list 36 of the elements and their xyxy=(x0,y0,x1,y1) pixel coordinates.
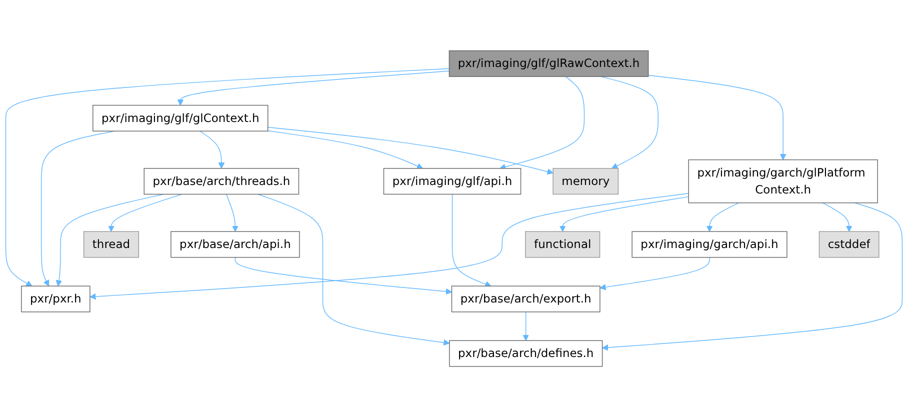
node-box: memory xyxy=(552,168,619,194)
arrow xyxy=(268,126,554,175)
arrow xyxy=(258,194,450,346)
arrow xyxy=(822,202,852,232)
arrow xyxy=(90,192,689,300)
node-box: pxr/pxr.h xyxy=(21,286,90,312)
node-box: pxr/imaging/garch/glPlatform Context.h xyxy=(688,159,878,204)
arrow xyxy=(226,194,238,232)
node-box: thread xyxy=(83,231,140,258)
arrow xyxy=(177,70,450,106)
arrow xyxy=(56,194,164,286)
node-box: pxr/imaging/glf/api.h xyxy=(383,168,522,194)
arrow xyxy=(559,196,689,232)
arrow xyxy=(40,130,115,286)
node-box: pxr/base/arch/defines.h xyxy=(449,340,603,367)
arrow xyxy=(500,76,585,170)
arrow xyxy=(199,130,225,169)
arrow xyxy=(5,68,450,286)
node-box: pxr/imaging/garch/api.h xyxy=(632,231,788,258)
node-box: cstddef xyxy=(818,231,880,258)
arrow xyxy=(108,194,182,232)
arrow xyxy=(706,202,740,232)
arrow xyxy=(522,311,530,341)
node-box: pxr/base/arch/export.h xyxy=(451,286,600,312)
node-box: functional xyxy=(525,231,600,258)
arrow xyxy=(452,194,492,287)
node-box: pxr/base/arch/api.h xyxy=(170,231,300,258)
arrow xyxy=(602,202,903,351)
node-box: pxr/base/arch/threads.h xyxy=(144,168,300,194)
arrow xyxy=(600,256,710,290)
arrow xyxy=(600,76,659,169)
node-box: pxr/imaging/glf/glRawContext.h xyxy=(448,50,649,77)
arrow xyxy=(268,130,424,169)
arrow xyxy=(234,256,452,295)
node-box: pxr/imaging/glf/glContext.h xyxy=(92,104,268,132)
arrow xyxy=(648,74,786,160)
